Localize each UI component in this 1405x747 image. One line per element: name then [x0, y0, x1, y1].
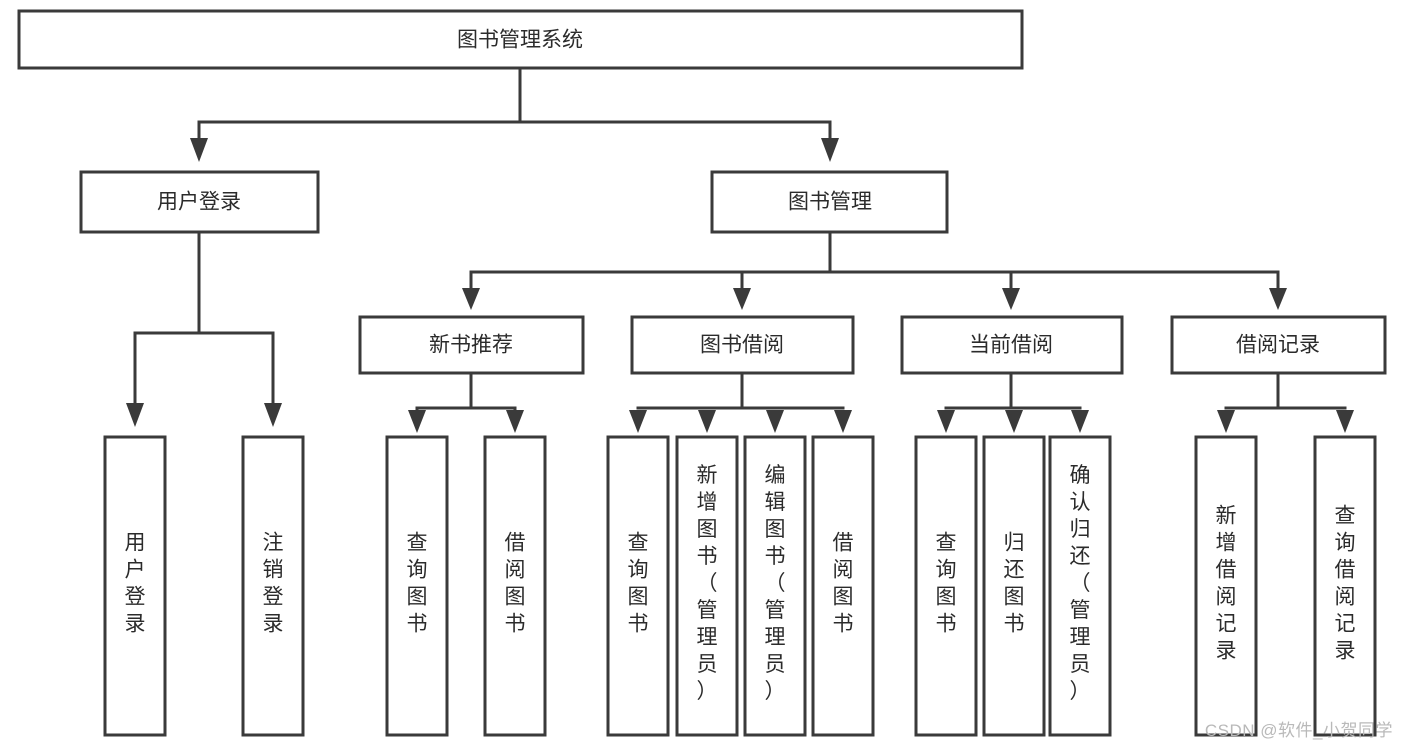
leaf-node-query-book-current-box[interactable] [914, 435, 978, 737]
leaf-node-add-book[interactable]: 新增图书（管理员） [675, 435, 739, 737]
leaf-node-query-borrow-record[interactable]: 查询借阅记录 [1313, 435, 1377, 737]
leaf-node-edit-book[interactable]: 编辑图书（管理员） [743, 435, 807, 737]
node-user-login-label: 用户登录 [157, 191, 241, 214]
node-book-management-label: 图书管理 [788, 191, 872, 214]
node-book-borrow-box[interactable] [630, 315, 855, 375]
arrow-head-leaf-query-record [1336, 410, 1354, 433]
leaf-node-confirm-return-label: 确认归还（管理员） [1070, 464, 1091, 703]
leaf-node-user-login-label: 用户登录 [125, 532, 146, 636]
leaf-node-logout-box[interactable] [241, 435, 305, 737]
arrow-head-leaf-return-book [1005, 410, 1023, 433]
leaf-node-confirm-return[interactable]: 确认归还（管理员） [1048, 435, 1112, 737]
leaf-node-query-borrow-record-box[interactable] [1313, 435, 1377, 737]
node-current-borrow-box[interactable] [900, 315, 1124, 375]
leaf-node-borrow-book-rec-label: 借阅图书 [505, 532, 526, 636]
leaf-node-query-book-borrow-label: 查询图书 [628, 532, 649, 636]
node-root[interactable]: 图书管理系统 [17, 9, 1024, 70]
arrow-head-leaf-confirm-return [1071, 410, 1089, 433]
arrow-head-new-book-rec [462, 288, 480, 310]
leaf-node-borrow-book-rec[interactable]: 借阅图书 [483, 435, 547, 737]
leaf-node-borrow-book-box[interactable] [811, 435, 875, 737]
node-current-borrow-label: 当前借阅 [969, 334, 1053, 357]
leaf-nodes-layer: 用户登录 注销登录 查询图书 借阅图书 查询图书 新增图书（管理员） [103, 435, 1377, 737]
arrow-head-leaf-user-login [126, 403, 144, 427]
leaf-node-edit-book-box[interactable] [743, 435, 807, 737]
leaf-node-query-book-borrow[interactable]: 查询图书 [606, 435, 670, 737]
node-root-box[interactable] [17, 9, 1024, 70]
leaf-node-borrow-book[interactable]: 借阅图书 [811, 435, 875, 737]
leaf-node-add-borrow-record-box[interactable] [1194, 435, 1258, 737]
leaf-node-logout-label: 注销登录 [263, 532, 284, 636]
leaf-node-edit-book-label: 编辑图书（管理员） [765, 464, 786, 703]
leaf-node-add-borrow-record-label: 新增借阅记录 [1216, 505, 1237, 663]
node-user-login-box[interactable] [79, 170, 320, 234]
arrow-head-leaf-edit-book [766, 410, 784, 433]
arrow-head-leaf-query-book-1 [408, 410, 426, 433]
arrow-head-leaf-query-book-3 [937, 410, 955, 433]
node-new-book-recommend-label: 新书推荐 [429, 334, 513, 357]
node-new-book-recommend-box[interactable] [358, 315, 585, 375]
node-user-login[interactable]: 用户登录 [79, 170, 320, 234]
leaf-node-return-book-box[interactable] [982, 435, 1046, 737]
leaf-node-borrow-book-rec-box[interactable] [483, 435, 547, 737]
leaf-node-add-book-label: 新增图书（管理员） [697, 464, 718, 703]
node-book-management[interactable]: 图书管理 [710, 170, 949, 234]
arrow-head-leaf-borrow-book-1 [506, 410, 524, 433]
node-book-borrow[interactable]: 图书借阅 [630, 315, 855, 375]
leaf-node-borrow-book-label: 借阅图书 [833, 532, 854, 636]
leaf-node-user-login[interactable]: 用户登录 [103, 435, 167, 737]
leaf-node-confirm-return-box[interactable] [1048, 435, 1112, 737]
leaf-node-user-login-box[interactable] [103, 435, 167, 737]
node-borrow-record-box[interactable] [1170, 315, 1387, 375]
arrow-head-user-login [190, 138, 208, 162]
node-current-borrow[interactable]: 当前借阅 [900, 315, 1124, 375]
arrow-head-borrow-record [1269, 288, 1287, 310]
leaf-node-return-book-label: 归还图书 [1004, 532, 1025, 636]
leaf-node-add-book-box[interactable] [675, 435, 739, 737]
leaf-node-logout[interactable]: 注销登录 [241, 435, 305, 737]
leaf-node-query-book-current-label: 查询图书 [936, 532, 957, 636]
csdn-watermark: CSDN @软件_小贺同学 [1204, 721, 1393, 740]
node-borrow-record-label: 借阅记录 [1236, 334, 1320, 357]
leaf-node-return-book[interactable]: 归还图书 [982, 435, 1046, 737]
leaf-node-add-borrow-record[interactable]: 新增借阅记录 [1194, 435, 1258, 737]
leaf-node-query-book-rec-box[interactable] [385, 435, 449, 737]
node-borrow-record[interactable]: 借阅记录 [1170, 315, 1387, 375]
arrow-head-leaf-add-book [698, 410, 716, 433]
arrow-head-leaf-query-book-2 [629, 410, 647, 433]
leaf-node-query-book-borrow-box[interactable] [606, 435, 670, 737]
arrow-head-leaf-add-record [1217, 410, 1235, 433]
node-new-book-recommend[interactable]: 新书推荐 [358, 315, 585, 375]
leaf-node-query-book-rec-label: 查询图书 [407, 532, 428, 636]
arrow-head-current-borrow [1002, 288, 1020, 310]
connector-layer [126, 66, 1354, 433]
arrow-head-book-mgmt [821, 138, 839, 162]
arrow-head-leaf-logout [264, 403, 282, 427]
node-root-label: 图书管理系统 [457, 29, 583, 52]
arrow-head-leaf-borrow-book-2 [834, 410, 852, 433]
leaf-node-query-book-current[interactable]: 查询图书 [914, 435, 978, 737]
arrow-head-book-borrow [733, 288, 751, 310]
node-book-borrow-label: 图书借阅 [700, 334, 784, 357]
node-book-management-box[interactable] [710, 170, 949, 234]
leaf-node-query-borrow-record-label: 查询借阅记录 [1335, 505, 1356, 663]
leaf-node-query-book-rec[interactable]: 查询图书 [385, 435, 449, 737]
